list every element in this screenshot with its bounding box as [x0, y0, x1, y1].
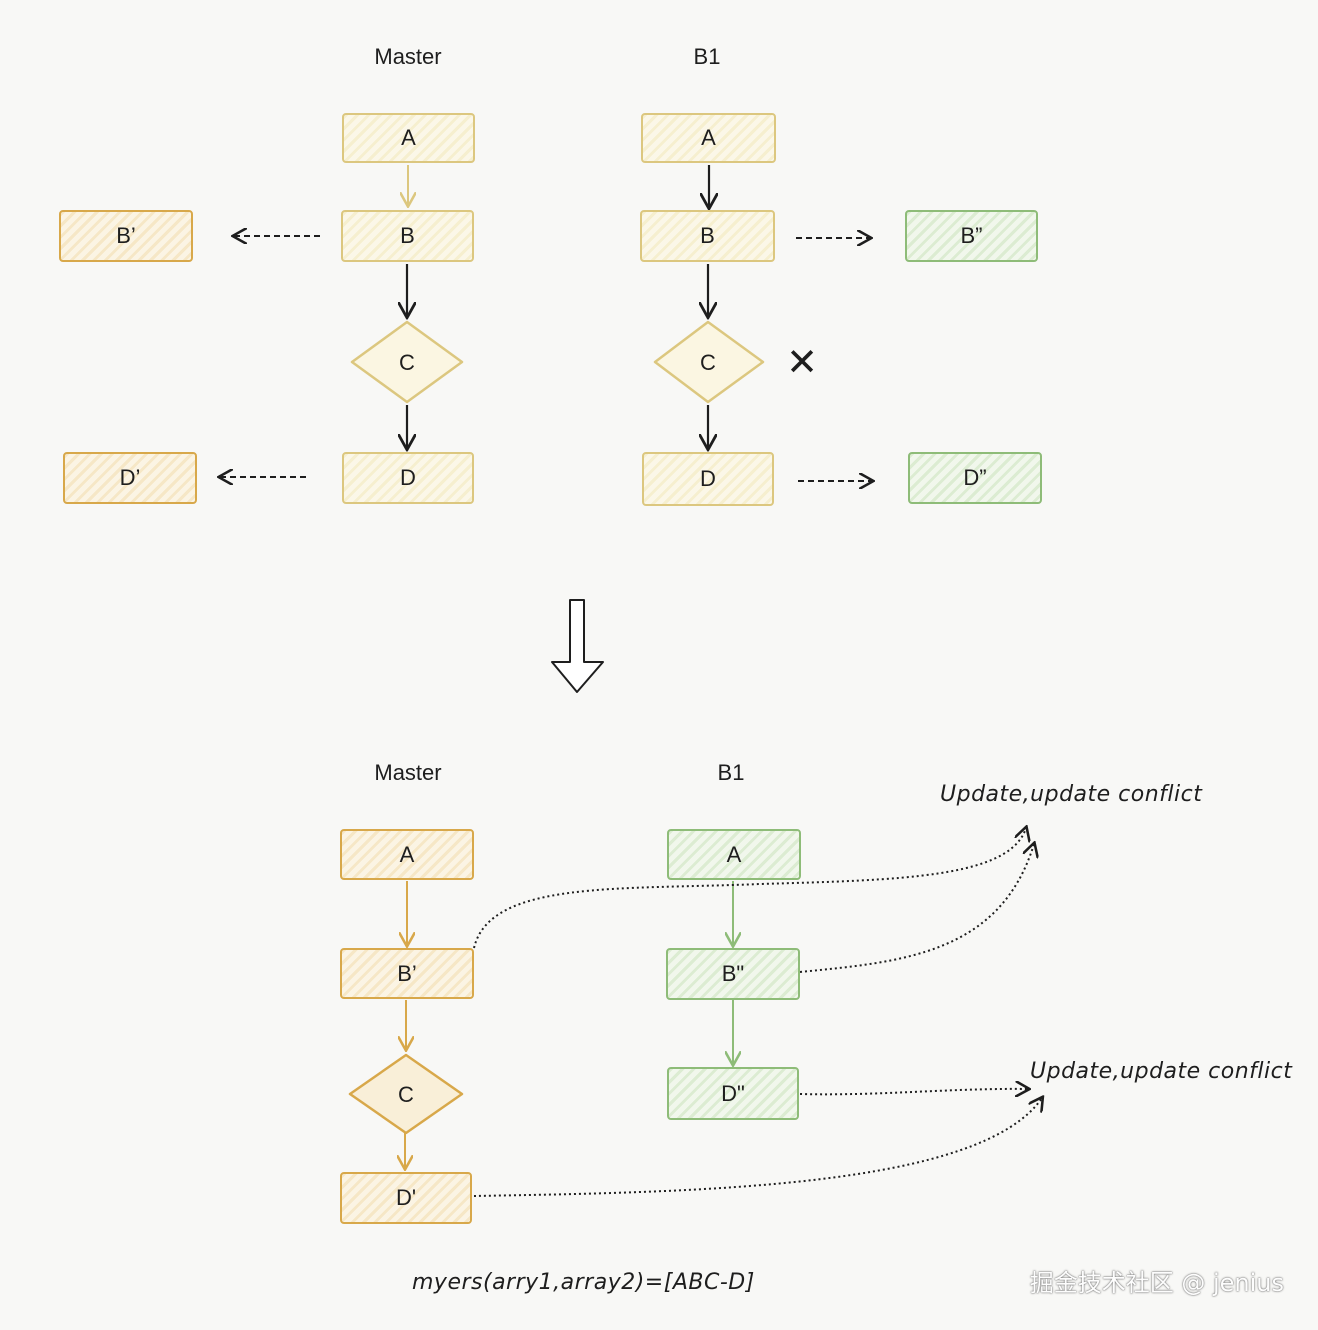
top-master-title: Master — [374, 44, 442, 69]
curve-b1-d-to-conflict-2 — [799, 1089, 1028, 1094]
myers-formula: myers(arry1,array2)=[ABC-D] — [412, 1270, 755, 1295]
bottom-b1-node-a: A — [667, 829, 801, 880]
node-label: A — [701, 125, 716, 150]
top-master-node-d-modified: D’ — [63, 452, 197, 504]
top-b1-node-d-modified: D” — [908, 452, 1042, 504]
node-label: D — [400, 465, 416, 490]
top-master-node-d: D — [342, 452, 474, 504]
node-label: B — [700, 223, 715, 248]
node-label: D” — [963, 465, 987, 490]
bottom-b1-node-d: D" — [667, 1067, 799, 1120]
curve-b1-b-to-conflict-1 — [799, 844, 1034, 973]
node-label: B" — [721, 961, 745, 986]
top-b1-node-a: A — [641, 113, 776, 163]
top-b1-node-b: B — [640, 210, 775, 262]
bottom-b1-title: B1 — [717, 760, 745, 785]
node-label: D" — [721, 1080, 745, 1106]
transition-down-arrow — [551, 599, 604, 693]
bottom-b1-node-b: B" — [666, 948, 800, 1000]
top-master-c-label: C — [399, 350, 415, 375]
node-label: B’ — [397, 960, 417, 986]
top-b1-node-b-modified: B” — [905, 210, 1038, 262]
bottom-master-node-a: A — [340, 829, 474, 880]
top-master-node-b: B — [341, 210, 474, 262]
node-label: D' — [395, 1185, 417, 1210]
node-label: A — [726, 841, 742, 867]
top-b1-title: B1 — [693, 44, 721, 69]
top-master-node-a: A — [342, 113, 475, 163]
watermark: 掘金技术社区 @ jenius — [1029, 1269, 1284, 1297]
node-label: B — [400, 223, 415, 248]
node-label: A — [399, 841, 415, 867]
top-master-node-b-modified: B’ — [59, 210, 193, 262]
node-label: D’ — [119, 465, 141, 490]
node-label: B’ — [116, 223, 136, 248]
node-label: D — [700, 466, 716, 491]
node-label: B” — [960, 223, 983, 248]
top-master-diamond-c: C — [350, 320, 464, 404]
top-b1-node-d: D — [642, 452, 774, 506]
bottom-master-diamond-c: C — [348, 1053, 464, 1135]
top-b1-diamond-c: C — [653, 320, 765, 404]
bottom-master-node-d: D' — [340, 1172, 472, 1224]
top-b1-c-label: C — [700, 350, 716, 375]
bottom-master-c-label: C — [398, 1082, 414, 1107]
bottom-master-node-b: B’ — [340, 948, 474, 999]
delete-cross-icon: ✕ — [786, 340, 818, 384]
node-label: A — [401, 125, 416, 150]
conflict-label-1: Update,update conflict — [940, 782, 1203, 807]
bottom-master-title: Master — [374, 760, 442, 785]
conflict-label-2: Update,update conflict — [1030, 1059, 1293, 1084]
